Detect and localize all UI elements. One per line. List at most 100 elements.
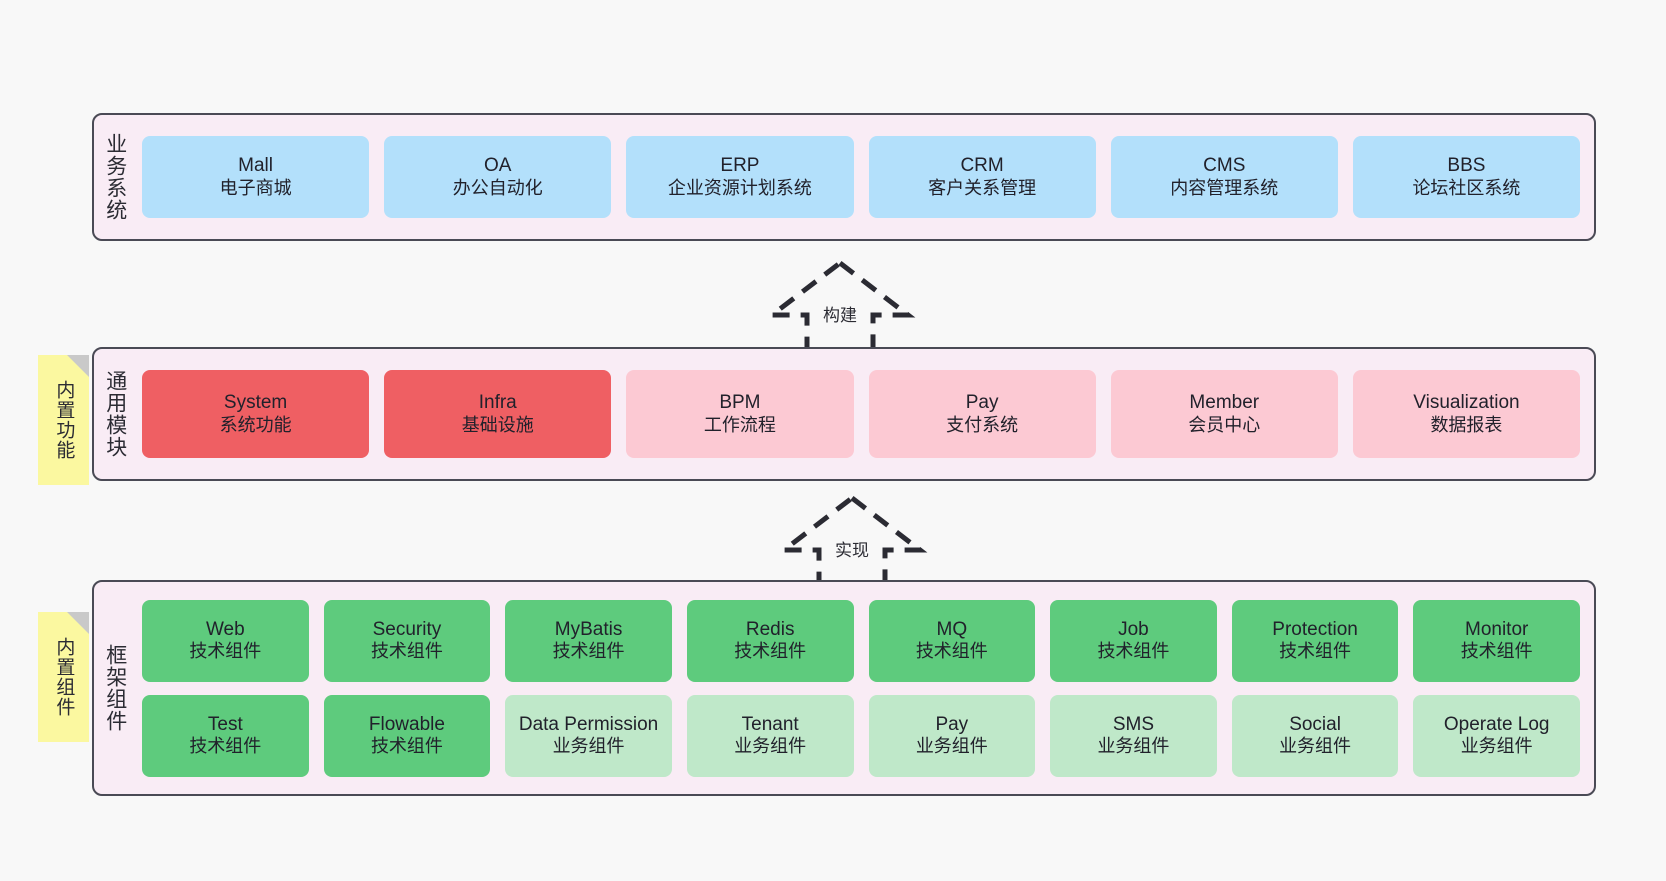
node-title-en: MyBatis	[554, 618, 623, 640]
node-subtitle-cn: 工作流程	[703, 414, 776, 435]
connector-arrow-build: 构建	[760, 257, 920, 357]
connector-arrow-build-shape	[764, 259, 916, 356]
sticky-note-builtin-features: 内置功能	[38, 355, 89, 485]
node-title-en: Operate Log	[1443, 713, 1550, 735]
node-subtitle-cn: 企业资源计划系统	[667, 177, 812, 198]
node-title-en: ERP	[720, 155, 760, 177]
node-title-en: Web	[205, 618, 245, 640]
node-title-en: Redis	[745, 618, 795, 640]
node-subtitle-cn: 技术组件	[189, 641, 262, 662]
node-title-en: BPM	[719, 392, 761, 414]
connector-arrow-implement-shape	[776, 494, 928, 591]
node-subtitle-cn: 业务组件	[1279, 736, 1352, 757]
node-title-en: Job	[1118, 618, 1149, 640]
node-title-en: Monitor	[1465, 618, 1529, 640]
node-subtitle-cn: 技术组件	[734, 641, 807, 662]
layer-label-common-modules: 通用模块	[103, 370, 127, 458]
node-title-en: CRM	[960, 155, 1004, 177]
node-title-en: Infra	[478, 392, 517, 414]
node-subtitle-cn: 支付系统	[946, 414, 1019, 435]
node-subtitle-cn: 论坛社区系统	[1412, 177, 1521, 198]
connector-label-build: 构建	[823, 306, 857, 325]
node-title-en: Mall	[238, 155, 273, 177]
node-subtitle-cn: 内容管理系统	[1170, 177, 1279, 198]
node-subtitle-cn: 电子商城	[219, 177, 292, 198]
node-title-en: Pay	[935, 713, 969, 735]
node-subtitle-cn: 技术组件	[915, 641, 988, 662]
node-title-en: System	[223, 392, 288, 414]
node-title-en: CMS	[1203, 155, 1246, 177]
node-title-en: BBS	[1447, 155, 1486, 177]
node-subtitle-cn: 业务组件	[915, 736, 988, 757]
node-subtitle-cn: 办公自动化	[452, 177, 543, 198]
sticky-note-builtin-components-label: 内置组件	[53, 637, 75, 717]
node-title-en: Test	[207, 713, 243, 735]
node-subtitle-cn: 基础设施	[461, 414, 534, 435]
node-title-en: Pay	[965, 392, 999, 414]
node-subtitle-cn: 技术组件	[189, 736, 262, 757]
connector-label-implement: 实现	[835, 541, 869, 560]
connector-arrow-implement: 实现	[772, 492, 932, 592]
node-subtitle-cn: 技术组件	[1460, 641, 1533, 662]
node-subtitle-cn: 技术组件	[552, 641, 625, 662]
sticky-note-builtin-components: 内置组件	[38, 612, 89, 742]
node-subtitle-cn: 业务组件	[1097, 736, 1170, 757]
node-title-en: Data Permission	[518, 713, 659, 735]
node-title-en: SMS	[1112, 713, 1155, 735]
node-title-en: Tenant	[741, 713, 799, 735]
node-title-en: Social	[1289, 713, 1341, 735]
node-subtitle-cn: 业务组件	[734, 736, 807, 757]
node-subtitle-cn: 客户关系管理	[928, 177, 1037, 198]
layer-label-framework-components: 框架组件	[103, 644, 127, 732]
node-title-en: OA	[484, 155, 512, 177]
sticky-note-builtin-features-label: 内置功能	[53, 380, 75, 460]
node-subtitle-cn: 技术组件	[1097, 641, 1170, 662]
node-title-en: Flowable	[368, 713, 445, 735]
node-subtitle-cn: 技术组件	[1279, 641, 1352, 662]
node-title-en: Security	[372, 618, 442, 640]
node-title-en: MQ	[936, 618, 968, 640]
node-title-en: Member	[1189, 392, 1260, 414]
node-subtitle-cn: 数据报表	[1430, 414, 1503, 435]
node-subtitle-cn: 技术组件	[370, 736, 443, 757]
